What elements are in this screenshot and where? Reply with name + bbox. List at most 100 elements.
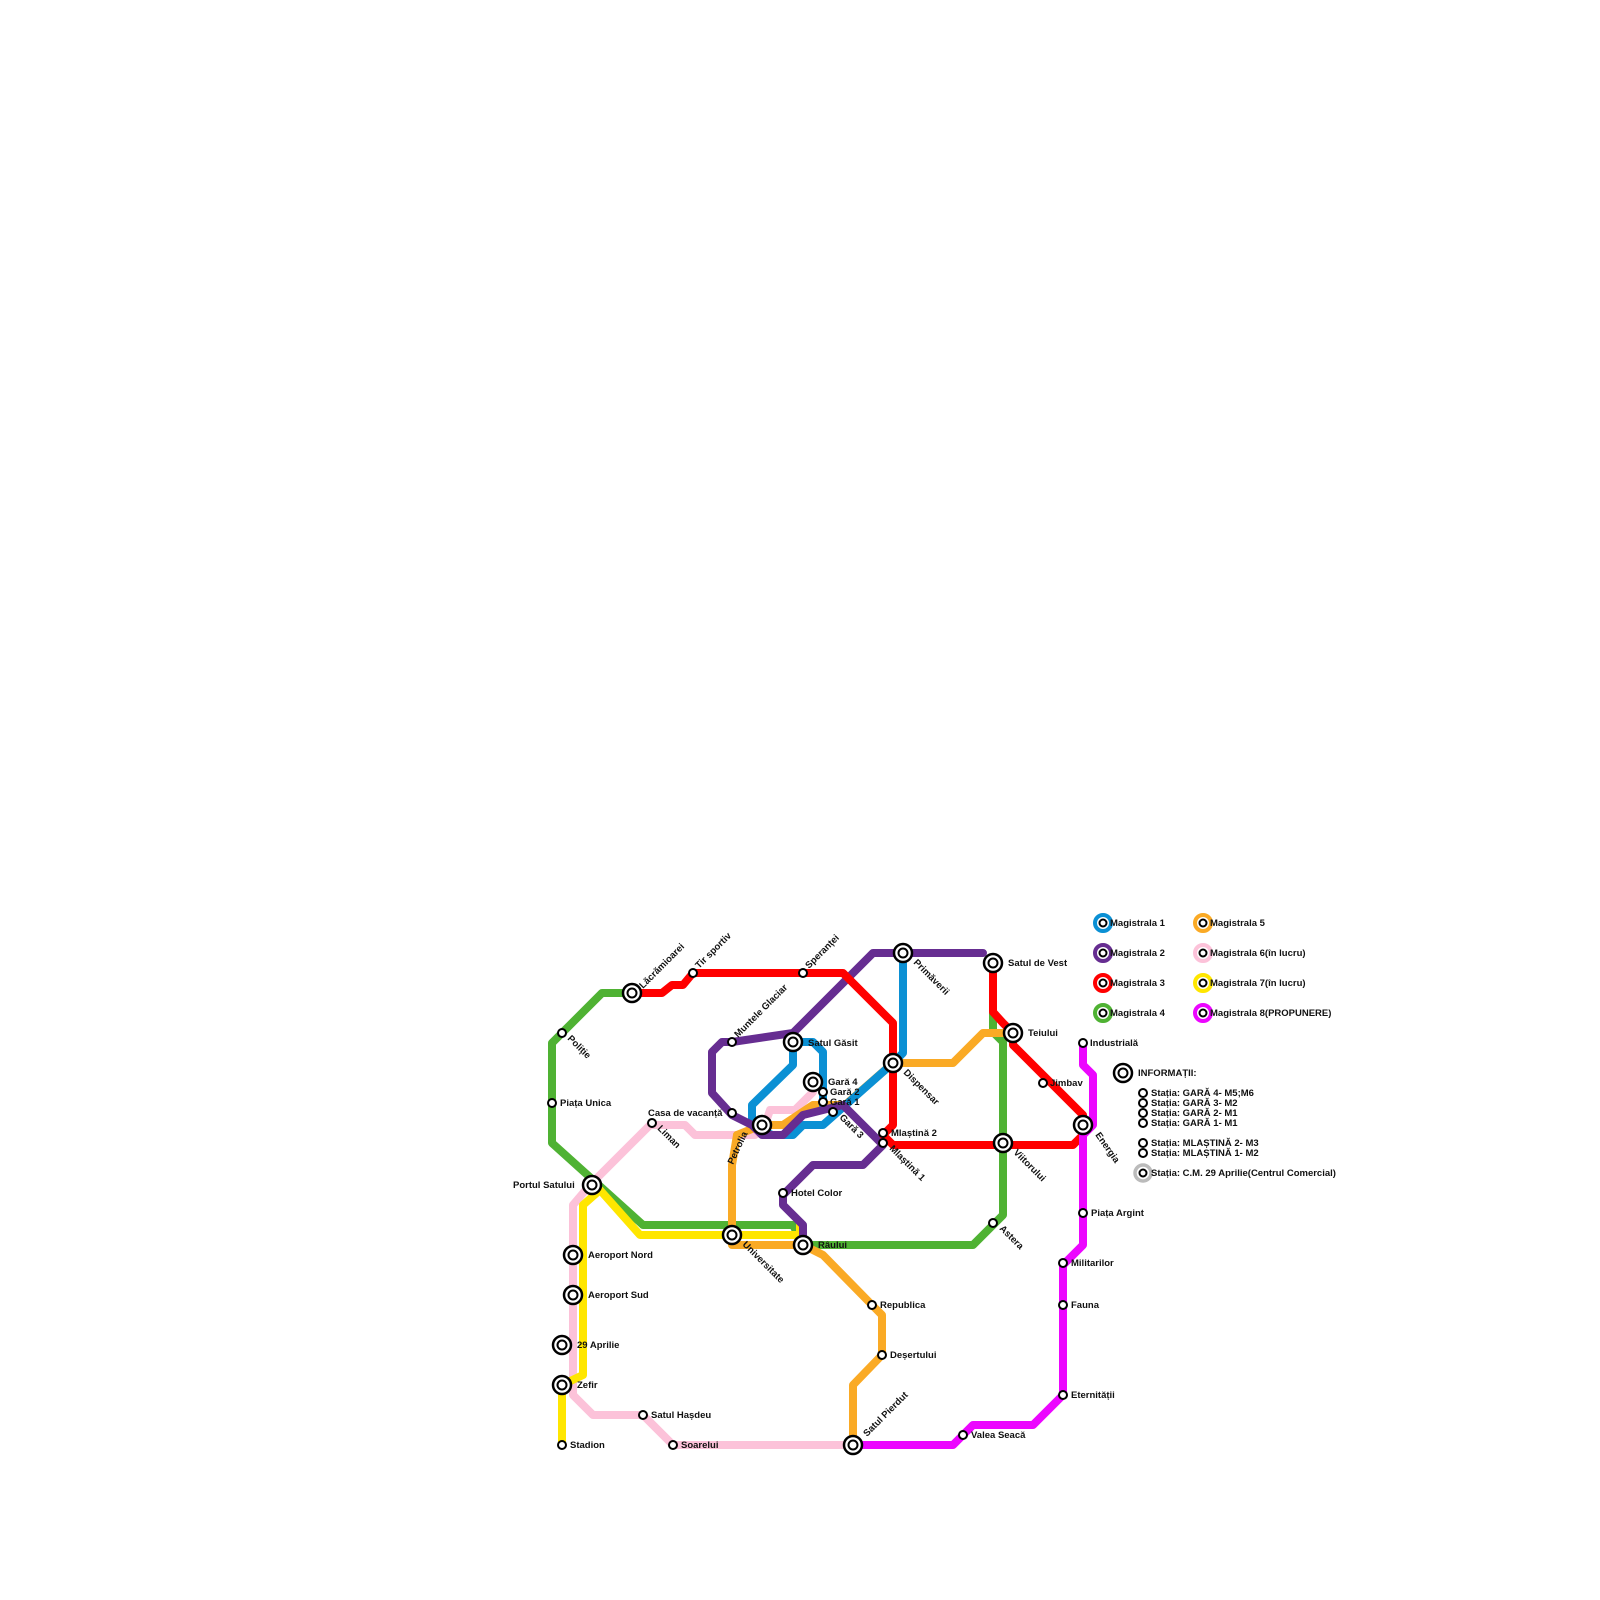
label-satul-hasdeu: Satul Hașdeu: [651, 1410, 711, 1421]
label-primaverii: Primăverii: [911, 957, 951, 997]
label-portul-satului: Portul Satului: [513, 1180, 575, 1191]
legend-item-m2: Magistrala 2: [1093, 943, 1165, 963]
label-militarilor: Militarilor: [1071, 1258, 1114, 1269]
station-interchange[interactable]: [721, 1224, 743, 1246]
label-aeroport-sud: Aeroport Sud: [588, 1290, 649, 1301]
station[interactable]: [547, 1098, 557, 1108]
legend-label: Magistrala 4: [1110, 1008, 1166, 1019]
info-cm-line: Stația: C.M. 29 Aprilie(Centrul Comercia…: [1151, 1168, 1336, 1179]
label-satul-gasit: Satul Găsit: [808, 1038, 858, 1049]
station[interactable]: [1058, 1258, 1068, 1268]
info-gara-line: Stația: GARĂ 1- M1: [1151, 1118, 1238, 1129]
legend-station-dot: [1098, 918, 1108, 928]
legend-station-dot: [1198, 978, 1208, 988]
label-industriala: Industrială: [1090, 1038, 1139, 1049]
legend-station-dot: [1198, 918, 1208, 928]
station-interchange[interactable]: [892, 942, 914, 964]
label-zefir: Zefir: [577, 1380, 598, 1391]
station[interactable]: [1078, 1038, 1088, 1048]
station-interchange[interactable]: [992, 1132, 1014, 1154]
station-interchange[interactable]: [882, 1052, 904, 1074]
legend-station-dot: [1098, 948, 1108, 958]
label-tir-sportiv: Tir sportiv: [693, 930, 734, 971]
station[interactable]: [1058, 1390, 1068, 1400]
station[interactable]: [877, 1350, 887, 1360]
station[interactable]: [1058, 1300, 1068, 1310]
station-interchange[interactable]: [782, 1031, 804, 1053]
info-interchange-symbol: [1112, 1062, 1134, 1084]
station[interactable]: [958, 1430, 968, 1440]
info-cm-group: Stația: C.M. 29 Aprilie(Centrul Comercia…: [1133, 1163, 1336, 1183]
legend-item-m6: Magistrala 6(în lucru): [1193, 943, 1306, 963]
station[interactable]: [727, 1108, 737, 1118]
info-station-dot: [1138, 1088, 1148, 1098]
info-gara-group: Stația: GARĂ 4- M5;M6 Stația: GARĂ 3- M2…: [1138, 1088, 1254, 1129]
station-interchange[interactable]: [581, 1174, 603, 1196]
legend-item-m3: Magistrala 3: [1093, 973, 1165, 993]
station[interactable]: [668, 1440, 678, 1450]
station[interactable]: [798, 968, 808, 978]
label-satul-pierdut: Satul Pierdut: [861, 1389, 911, 1439]
station-interchange[interactable]: [982, 952, 1004, 974]
info-station-dot: [1138, 1108, 1148, 1118]
station-interchange[interactable]: [842, 1434, 864, 1456]
station[interactable]: [557, 1440, 567, 1450]
station[interactable]: [1078, 1208, 1088, 1218]
station-interchange[interactable]: [551, 1334, 573, 1356]
station[interactable]: [818, 1097, 828, 1107]
label-29-aprilie: 29 Aprilie: [577, 1340, 619, 1351]
legend-label: Magistrala 1: [1110, 918, 1166, 929]
label-satul-de-vest: Satul de Vest: [1008, 958, 1068, 969]
station[interactable]: [557, 1028, 567, 1038]
line-m3: [628, 969, 1087, 1149]
station[interactable]: [1038, 1078, 1048, 1088]
station[interactable]: [727, 1037, 737, 1047]
station[interactable]: [647, 1118, 657, 1128]
label-gara1: Gară 1: [830, 1097, 860, 1108]
label-raului: Râului: [818, 1240, 847, 1251]
station-interchange[interactable]: [1072, 1114, 1094, 1136]
station[interactable]: [988, 1218, 998, 1228]
label-politie: Poliție: [565, 1033, 593, 1061]
label-teiului: Teiului: [1028, 1028, 1058, 1039]
station[interactable]: [818, 1087, 828, 1097]
info-station-dot: [1138, 1138, 1148, 1148]
legend-item-m5: Magistrala 5: [1193, 913, 1266, 933]
station-interchange[interactable]: [621, 982, 643, 1004]
legend-station-dot: [1098, 978, 1108, 988]
line-m5: [728, 1131, 886, 1449]
info-mlastina-line: Stația: MLAȘTINĂ 1- M2: [1151, 1148, 1259, 1159]
label-sperantei: Speranței: [803, 933, 841, 971]
legend: Magistrala 1 Magistrala 2 Magistrala 3 M…: [1093, 913, 1331, 1023]
station-interchange[interactable]: [562, 1244, 584, 1266]
info-station-dot: [1138, 1118, 1148, 1128]
label-fauna: Fauna: [1071, 1300, 1100, 1311]
station[interactable]: [878, 1138, 888, 1148]
station[interactable]: [778, 1188, 788, 1198]
info-gara-line: Stația: GARĂ 3- M2: [1151, 1098, 1238, 1109]
station[interactable]: [638, 1410, 648, 1420]
station-interchange[interactable]: [551, 1374, 573, 1396]
label-dispensar: Dispensar: [901, 1067, 941, 1107]
label-jimbav: Jimbav: [1050, 1078, 1083, 1089]
station-interchange[interactable]: [792, 1234, 814, 1256]
legend-label: Magistrala 8(PROPUNERE): [1210, 1008, 1331, 1019]
station[interactable]: [878, 1128, 888, 1138]
station[interactable]: [867, 1300, 877, 1310]
legend-item-m7: Magistrala 7(în lucru): [1193, 973, 1306, 993]
info-mlastina-line: Stația: MLAȘTINĂ 2- M3: [1151, 1138, 1259, 1149]
label-astera: Astera: [997, 1223, 1026, 1252]
station-interchange[interactable]: [751, 1114, 773, 1136]
station-interchange[interactable]: [1002, 1022, 1024, 1044]
label-stadion: Stadion: [570, 1440, 605, 1451]
stations: [547, 942, 1094, 1456]
station-interchange[interactable]: [802, 1071, 824, 1093]
legend-label: Magistrala 7(în lucru): [1210, 978, 1306, 989]
station-interchange[interactable]: [562, 1284, 584, 1306]
legend-station-dot: [1198, 1008, 1208, 1018]
info-station-dot: [1138, 1148, 1148, 1158]
legend-item-m1: Magistrala 1: [1093, 913, 1166, 933]
label-mlastina2: Mlaștină 2: [891, 1128, 937, 1139]
station[interactable]: [688, 968, 698, 978]
station[interactable]: [828, 1107, 838, 1117]
